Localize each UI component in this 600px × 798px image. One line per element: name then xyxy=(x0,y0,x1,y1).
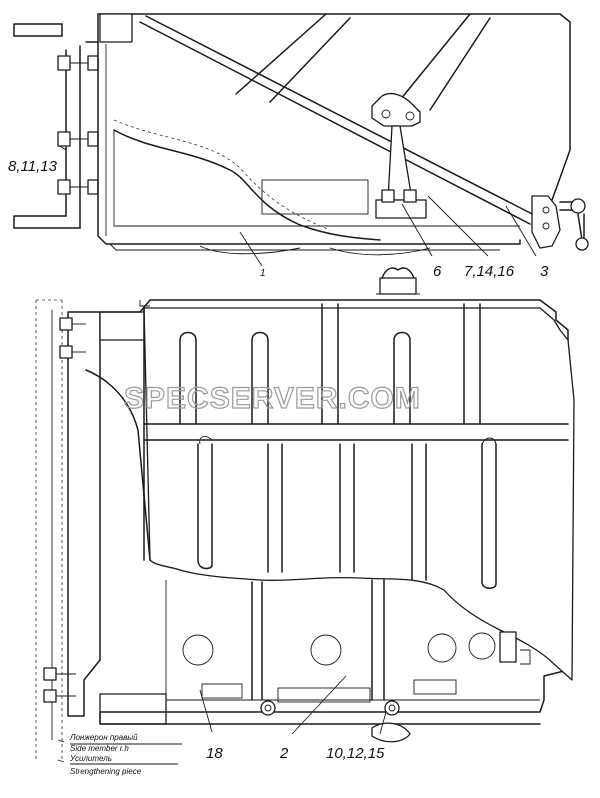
bolt-group-bottom xyxy=(43,317,86,703)
callout-3: 3 xyxy=(540,263,549,280)
callout-7-14-16: 7,14,16 xyxy=(464,263,515,280)
callout-1: 1 xyxy=(260,268,266,279)
lower-clamp-block xyxy=(99,693,167,725)
top-frame xyxy=(85,41,521,245)
note-strengthening-en: Strengthening piece xyxy=(70,767,142,776)
lock-mechanism xyxy=(531,195,589,251)
bottom-view xyxy=(35,267,575,765)
note-side-member-en: Side member r.h xyxy=(70,744,129,753)
side-member-outline xyxy=(35,299,63,760)
callout-2: 2 xyxy=(279,745,289,762)
battery-base xyxy=(165,579,531,743)
note-side-member-ru: Лонжерон правый xyxy=(69,733,138,742)
tray-frame xyxy=(99,299,569,713)
top-view xyxy=(13,13,589,267)
bolt-group-top xyxy=(57,55,99,195)
handle-tubes xyxy=(13,23,81,229)
top-clamp-block xyxy=(99,13,133,43)
battery-cover xyxy=(143,307,575,681)
callout-6: 6 xyxy=(433,263,442,280)
watermark: SPECSERVER.COM xyxy=(124,382,421,415)
left-bracket xyxy=(67,311,101,717)
callout-10-12-15: 10,12,15 xyxy=(326,745,385,762)
note-strengthening-ru: Усилитель xyxy=(69,754,112,763)
cover-ribs xyxy=(143,303,569,589)
callout-8-11-13: 8,11,13 xyxy=(8,158,58,175)
hold-down-strap xyxy=(139,15,541,225)
label-plate xyxy=(261,179,369,215)
top-terminal xyxy=(376,267,420,295)
terminal-support xyxy=(371,92,427,219)
callout-18: 18 xyxy=(206,745,223,762)
